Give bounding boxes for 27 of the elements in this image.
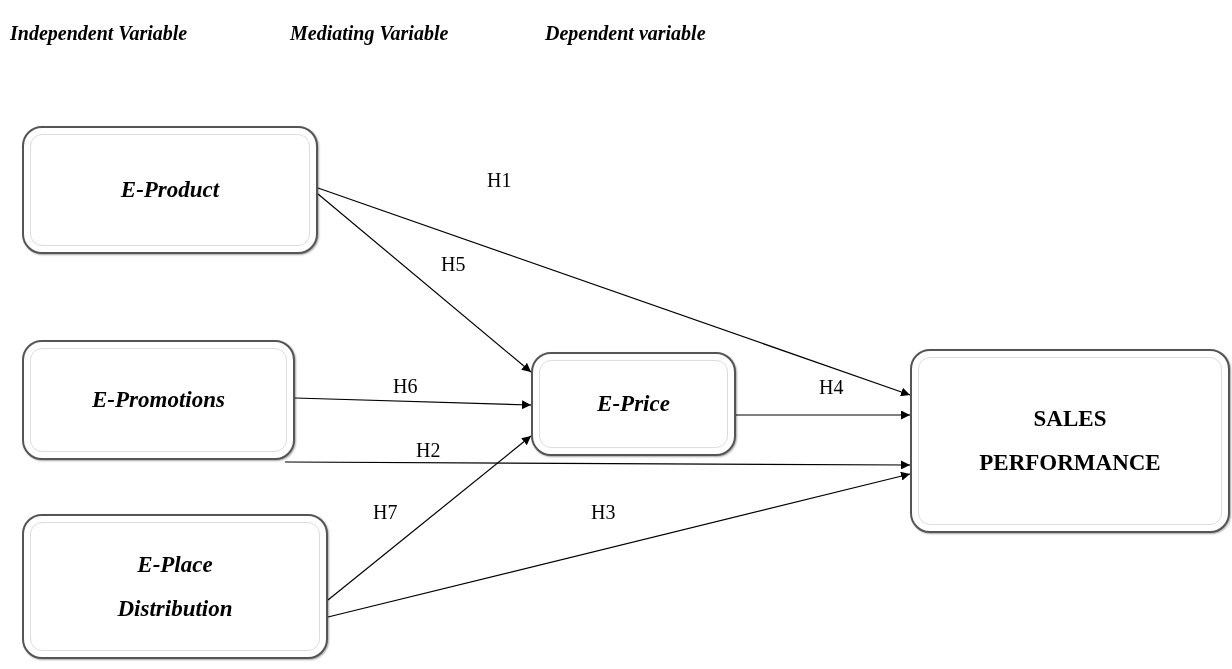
edge-label: H3 bbox=[590, 502, 617, 522]
column-heading: Mediating Variable bbox=[290, 21, 449, 47]
arrow bbox=[735, 410, 911, 420]
variable-name: E-Promotions bbox=[92, 386, 225, 415]
variable-box bbox=[910, 349, 1230, 533]
arrow bbox=[294, 397, 532, 410]
arrow bbox=[284, 460, 911, 470]
variable-name: E-Price bbox=[597, 390, 670, 419]
arrow bbox=[317, 187, 911, 397]
variable-box bbox=[22, 126, 318, 254]
variable-box bbox=[22, 340, 295, 460]
variable-name: E-Place Distribution bbox=[116, 550, 234, 623]
variable-box bbox=[22, 514, 328, 659]
edge-label: H6 bbox=[392, 376, 419, 396]
edge-label: H5 bbox=[440, 254, 467, 274]
edge-label: H4 bbox=[818, 377, 845, 397]
edge-label: H1 bbox=[486, 170, 513, 190]
edge-label: H7 bbox=[372, 502, 399, 522]
arrow bbox=[317, 193, 532, 373]
column-heading: Dependent variable bbox=[545, 21, 706, 47]
edge-label: H2 bbox=[415, 440, 442, 460]
variable-name: E-Product bbox=[120, 176, 220, 205]
arrow bbox=[327, 471, 911, 618]
variable-box bbox=[531, 352, 736, 456]
variable-name: SALES PERFORMANCE bbox=[978, 405, 1162, 477]
column-heading: Independent Variable bbox=[10, 21, 188, 47]
arrow bbox=[327, 435, 532, 601]
